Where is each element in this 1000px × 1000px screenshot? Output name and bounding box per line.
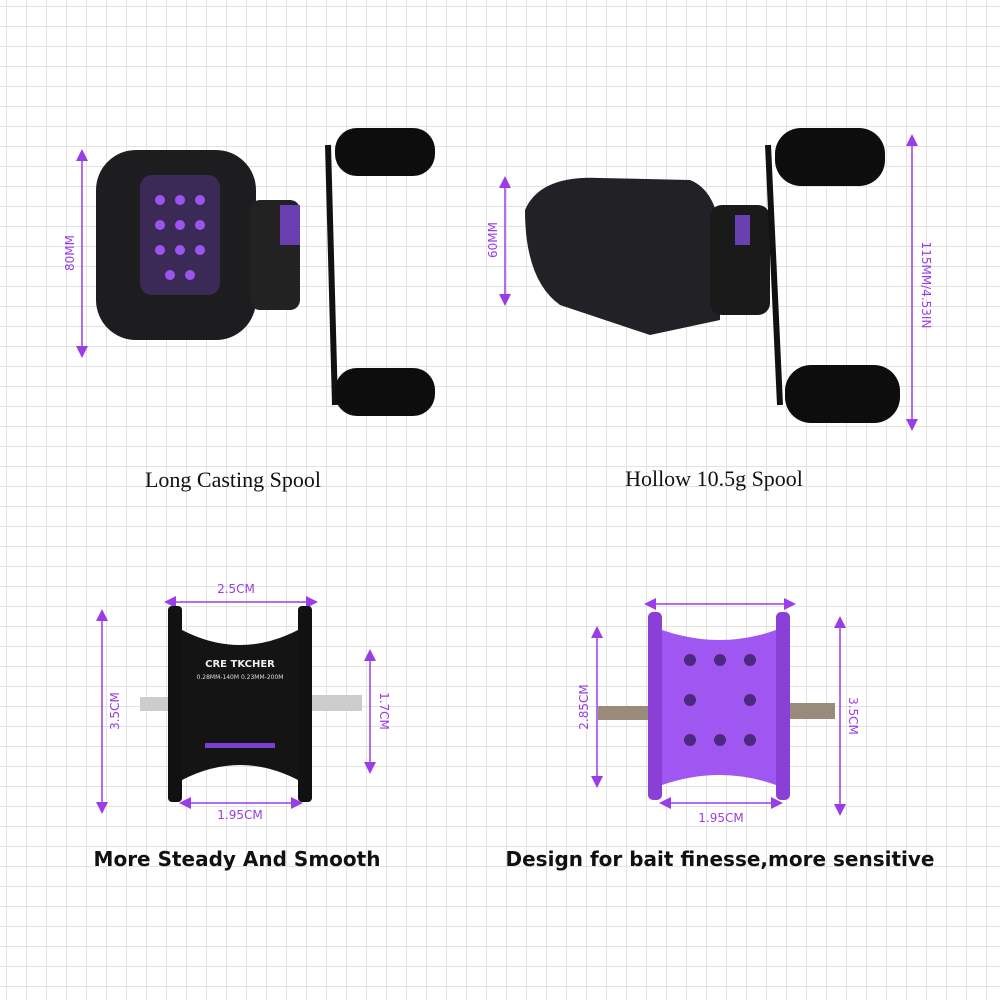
reel-front-view — [96, 128, 435, 416]
purple-spool — [598, 612, 835, 800]
dimension-label: 1.95CM — [698, 811, 744, 825]
reel-side-view — [525, 128, 900, 423]
dimension-label: 80MM — [63, 235, 77, 271]
caption-steady-smooth: More Steady And Smooth — [93, 847, 381, 871]
caption-long-casting: Long Casting Spool — [144, 467, 322, 492]
caption-bait-finesse: Design for bait finesse,more sensitive — [505, 847, 935, 871]
dimension-label: 1.7CM — [377, 692, 391, 730]
spool-line-capacity: 0.28MM-140M 0.23MM-200M — [197, 674, 284, 681]
dimension-label: 60MM — [486, 222, 500, 258]
dimension-label: 1.95CM — [217, 808, 263, 822]
dimension-label: 2.85CM — [577, 684, 591, 730]
caption-hollow-spool: Hollow 10.5g Spool — [625, 466, 803, 491]
dimension-lines — [76, 134, 918, 816]
dimension-label: 3.5CM — [108, 692, 122, 730]
black-spool — [140, 606, 362, 802]
spool-brand: CRE TKCHER — [205, 659, 275, 670]
dimension-label: 115MM/4.53IN — [919, 241, 933, 329]
dimension-label: 2.5CM — [217, 582, 255, 596]
dimension-label: 3.5CM — [846, 697, 860, 735]
